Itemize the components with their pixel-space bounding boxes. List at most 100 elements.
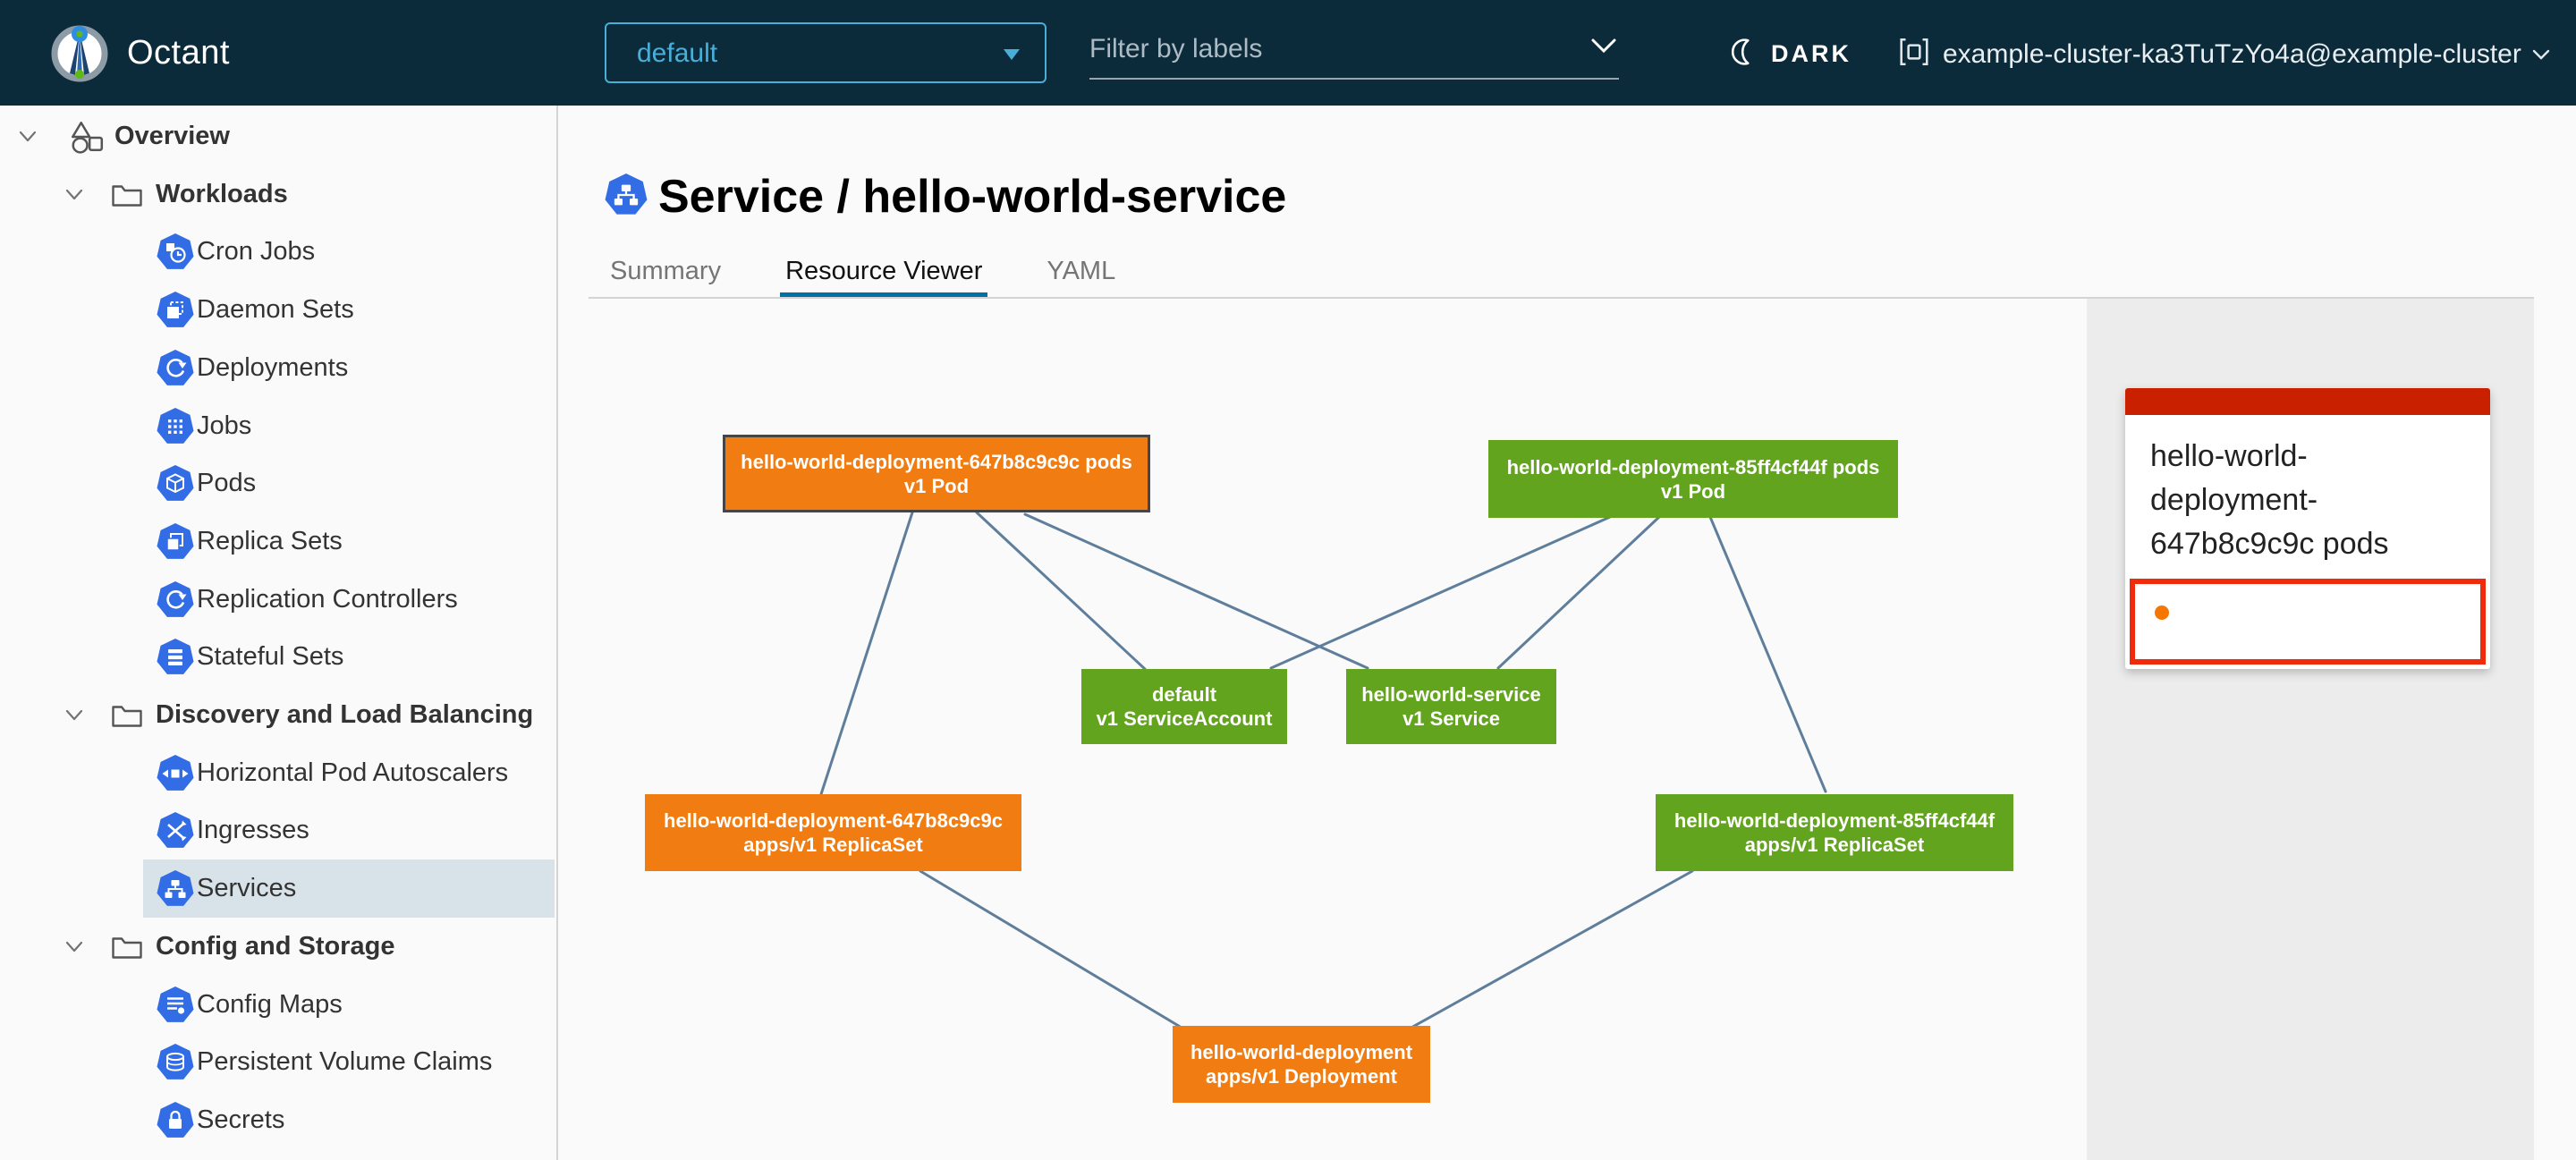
tab-bar: Summary Resource Viewer YAML: [605, 256, 1174, 299]
node-name: default: [1151, 683, 1217, 706]
service-heptagon-icon: [605, 174, 648, 216]
sidebar-item-label: Persistent Volume Claims: [197, 1047, 493, 1076]
node-kind: apps/v1 Deployment: [1206, 1065, 1397, 1088]
secrets-icon: [157, 1102, 194, 1139]
deployments-icon: [157, 350, 194, 387]
sidebar-item-jobs[interactable]: Jobs: [0, 397, 556, 455]
tab-yaml[interactable]: YAML: [1046, 257, 1116, 285]
sidebar-item-label: Daemon Sets: [197, 295, 354, 324]
status-dot-icon[interactable]: [2155, 605, 2169, 620]
card-status-bar: [2125, 388, 2490, 415]
chevron-down-icon[interactable]: [63, 703, 86, 731]
sidebar-item-label: Cron Jobs: [197, 237, 316, 266]
sidebar-item-persistent-volume-claims[interactable]: Persistent Volume Claims: [0, 1033, 556, 1091]
sidebar-item-label: Deployments: [197, 353, 349, 382]
card-title: hello-world-deployment-647b8c9c9c pods: [2150, 439, 2389, 561]
chevron-down-icon: [2532, 49, 2550, 65]
objects-icon: [68, 118, 106, 156]
sidebar-item-label: Services: [197, 874, 297, 902]
sidebar-item-label: Horizontal Pod Autoscalers: [197, 758, 509, 787]
sidebar-item-label: Ingresses: [197, 816, 309, 844]
node-name: hello-world-service: [1361, 683, 1541, 706]
sidebar-item-label: Stateful Sets: [197, 642, 344, 671]
main-content: Service / hello-world-service Summary Re…: [558, 106, 2576, 1160]
hpa-icon: [157, 755, 194, 792]
sidebar-item-discovery-and-load-balancing[interactable]: Discovery and Load Balancing: [0, 686, 556, 744]
sidebar-item-label: Workloads: [156, 180, 288, 208]
sidebar-item-pods[interactable]: Pods: [0, 454, 556, 512]
moon-icon: [1730, 38, 1758, 71]
label-filter-input[interactable]: [1089, 34, 1572, 64]
dark-theme-toggle[interactable]: DARK: [1730, 38, 1852, 71]
sidebar-item-deployments[interactable]: Deployments: [0, 339, 556, 397]
nav-selected-highlight: [143, 859, 555, 918]
cluster-context-label: example-cluster-ka3TuTzYo4a@example-clus…: [1943, 38, 2521, 69]
selection-panel: hello-world-deployment-647b8c9c9c pods: [2087, 299, 2534, 1160]
selected-resource-card[interactable]: hello-world-deployment-647b8c9c9c pods: [2125, 388, 2490, 669]
statefulsets-icon: [157, 639, 194, 676]
chevron-down-icon[interactable]: [63, 182, 86, 210]
chevron-down-icon[interactable]: [1590, 38, 1617, 58]
sidebar-item-label: Config and Storage: [156, 932, 395, 961]
sidebar-item-stateful-sets[interactable]: Stateful Sets: [0, 628, 556, 686]
sidebar-item-label: Jobs: [197, 411, 252, 440]
sidebar-item-replication-controllers[interactable]: Replication Controllers: [0, 571, 556, 629]
sidebar-item-ingresses[interactable]: Ingresses: [0, 801, 556, 859]
app-header: Octant default DARK example-cluster-ka3T…: [0, 0, 2576, 106]
sidebar-item-cron-jobs[interactable]: Cron Jobs: [0, 223, 556, 281]
configmaps-icon: [157, 986, 194, 1024]
node-name: hello-world-deployment-647b8c9c9c: [664, 809, 1003, 832]
node-kind: v1 ServiceAccount: [1096, 707, 1273, 730]
jobs-icon: [157, 408, 194, 445]
sidebar-item-config-maps[interactable]: Config Maps: [0, 976, 556, 1034]
sidebar-item-config-and-storage[interactable]: Config and Storage: [0, 918, 556, 976]
node-kind: v1 Pod: [1660, 479, 1726, 503]
node-name: hello-world-deployment: [1190, 1041, 1413, 1063]
namespace-dropdown[interactable]: default: [605, 22, 1046, 83]
pods-icon: [157, 465, 194, 503]
ingresses-icon: [157, 812, 194, 850]
chevron-down-icon[interactable]: [63, 935, 86, 962]
cluster-context-menu[interactable]: example-cluster-ka3TuTzYo4a@example-clus…: [1898, 36, 2550, 72]
sidebar-item-label: Replication Controllers: [197, 585, 458, 614]
sidebar-item-daemon-sets[interactable]: Daemon Sets: [0, 281, 556, 339]
sidebar-item-replica-sets[interactable]: Replica Sets: [0, 512, 556, 571]
caret-down-icon: [1004, 49, 1020, 60]
sidebar-item-overview[interactable]: Overview: [0, 107, 556, 165]
services-icon: [157, 870, 194, 908]
sidebar-item-workloads[interactable]: Workloads: [0, 165, 556, 224]
sidebar-item-horizontal-pod-autoscalers[interactable]: Horizontal Pod Autoscalers: [0, 744, 556, 802]
tab-resource-viewer[interactable]: Resource Viewer: [780, 256, 988, 299]
namespace-dropdown-value: default: [637, 38, 718, 68]
sidebar-item-label: Replica Sets: [197, 527, 343, 555]
dark-toggle-label: DARK: [1771, 40, 1852, 67]
octant-logo-icon: [50, 23, 109, 82]
sidebar-item-secrets[interactable]: Secrets: [0, 1091, 556, 1149]
sidebar-item-label: Discovery and Load Balancing: [156, 700, 534, 729]
node-kind: v1 Service: [1402, 707, 1500, 730]
filter-underline: [1089, 78, 1619, 80]
tab-summary[interactable]: Summary: [610, 257, 722, 285]
cronjobs-icon: [157, 233, 194, 271]
tab-divider: [589, 297, 2534, 299]
replicationcontrollers-icon: [157, 581, 194, 619]
card-selected-section[interactable]: [2130, 579, 2486, 665]
folder-icon: [111, 931, 143, 963]
sidebar-item-label: Pods: [197, 469, 257, 497]
chevron-down-icon[interactable]: [16, 124, 39, 152]
sidebar-item-services[interactable]: Services: [0, 859, 556, 918]
folder-icon: [111, 179, 143, 211]
node-kind: apps/v1 ReplicaSet: [743, 834, 923, 856]
label-filter: [1089, 27, 1619, 80]
node-kind: apps/v1 ReplicaSet: [1744, 834, 1925, 856]
sidebar-item-label: Config Maps: [197, 990, 343, 1019]
